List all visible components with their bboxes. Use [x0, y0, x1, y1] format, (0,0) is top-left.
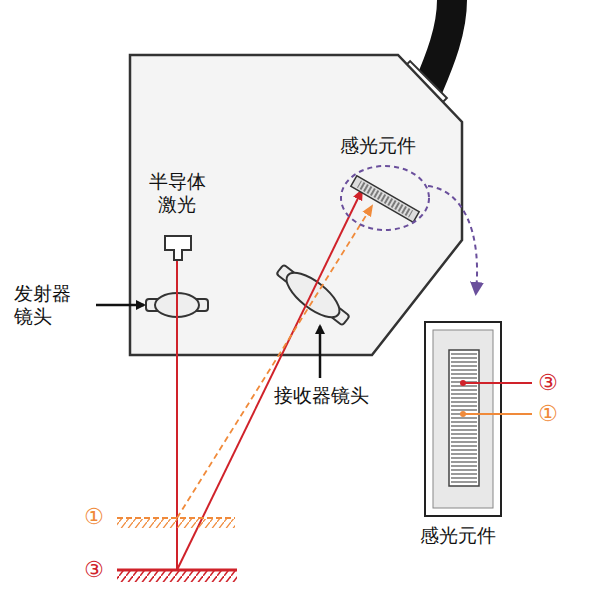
part-label: 发射器镜头	[14, 282, 76, 328]
part-label: 感光元件	[340, 134, 416, 157]
callout-number: ①	[538, 401, 558, 427]
callout-number: ③	[538, 370, 558, 396]
laser-diode	[165, 236, 191, 260]
sensor-housing	[130, 55, 462, 355]
leader-arrow	[96, 304, 144, 307]
surface-1	[117, 518, 235, 528]
photo-sensor	[351, 176, 419, 222]
zoom-arrow	[428, 186, 477, 292]
part-label: 接收器镜头	[274, 384, 369, 407]
cable	[428, 0, 452, 88]
callout-number: ③	[84, 557, 104, 583]
surface-3	[117, 570, 237, 582]
callout-number: ①	[84, 504, 104, 530]
part-label: 感光元件	[420, 524, 496, 547]
part-label: 半导体激光	[145, 170, 209, 216]
zoom-circle	[341, 166, 429, 230]
leader-arrow	[319, 326, 322, 378]
sensor-inset	[425, 322, 532, 516]
reflected-beam-1	[177, 206, 372, 518]
receiver-lens	[272, 259, 354, 331]
reflected-beam-3	[177, 190, 362, 570]
